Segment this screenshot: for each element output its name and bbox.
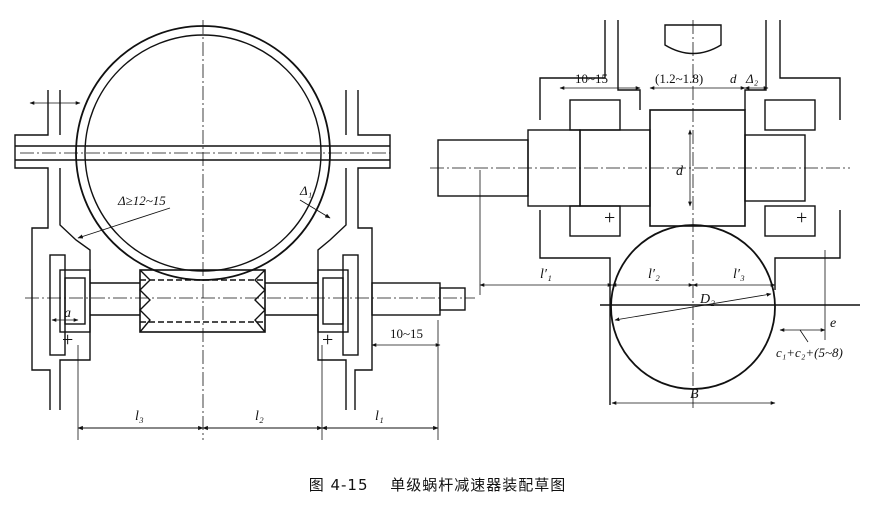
label-a: a xyxy=(64,306,71,321)
label-delta1: Δ≥12~15 xyxy=(117,193,166,208)
label-ratio-d: d xyxy=(730,71,737,86)
caption-title: 单级蜗杆减速器装配草图 xyxy=(390,476,567,494)
right-bearing xyxy=(317,269,349,333)
housing-left-inner xyxy=(59,90,91,410)
right-bearing-upper xyxy=(764,99,816,131)
label-c-formula: c₁+c₂+(5~8) xyxy=(776,345,843,360)
label-right-plus-2: + xyxy=(796,207,807,229)
worm-shaft-end xyxy=(439,287,466,311)
label-right-10-15: 10~15 xyxy=(575,71,608,86)
gear-top-arc xyxy=(664,24,722,55)
right-bearing-lower xyxy=(764,205,816,237)
worm-thread-right xyxy=(254,269,266,333)
label-left-10-15: 10~15 xyxy=(390,326,423,341)
left-bearing-upper xyxy=(569,99,621,131)
left-view xyxy=(14,20,475,440)
top-housing xyxy=(539,20,841,120)
label-e: e xyxy=(830,316,836,331)
delta1-leader xyxy=(77,207,171,239)
label-D2: D₂ xyxy=(699,292,715,307)
label-l1p: l′₁ xyxy=(540,267,552,282)
left-bearing xyxy=(59,269,91,333)
left-bearing-lower xyxy=(569,205,621,237)
right-view xyxy=(430,20,860,410)
c-leader xyxy=(799,329,809,343)
label-left-plus-2: + xyxy=(322,329,333,351)
shaft-right xyxy=(744,134,806,202)
delta-small-leader xyxy=(299,199,331,219)
label-d-vertical: d xyxy=(676,164,684,179)
housing-right-wall xyxy=(354,90,391,410)
label-ratio: (1.2~1.8) xyxy=(655,71,703,86)
labels: Δ≥12~15 Δ₁ a + + 10~15 l₃ l₂ l₁ 10~15 (1… xyxy=(62,71,843,424)
label-delta2: Δ₂ xyxy=(745,71,759,86)
label-left-plus-1: + xyxy=(62,329,73,351)
lower-housing-left xyxy=(539,210,611,405)
label-l2: l₂ xyxy=(255,409,264,424)
worm-body xyxy=(139,269,266,333)
label-right-plus-1: + xyxy=(604,207,615,229)
figure-caption: 图 4-15 单级蜗杆减速器装配草图 xyxy=(0,474,875,495)
dim-D2 xyxy=(614,292,772,322)
lower-housing-right xyxy=(774,210,841,290)
housing-right-inner xyxy=(317,90,347,410)
label-delta-small: Δ₁ xyxy=(299,183,312,198)
label-l3: l₃ xyxy=(135,409,144,424)
worm-shaft-extension xyxy=(371,282,441,316)
right-bearing-inner xyxy=(322,277,344,325)
caption-number: 图 4-15 xyxy=(308,476,369,494)
left-bearing-cover xyxy=(49,254,66,356)
label-l3p: l′₃ xyxy=(733,267,745,282)
housing-left-wall xyxy=(14,90,51,410)
right-bearing-cover xyxy=(342,254,359,356)
label-B: B xyxy=(690,387,699,402)
top-housing-inner xyxy=(617,20,767,110)
worm-thread-left xyxy=(139,269,151,333)
label-l1: l₁ xyxy=(375,409,384,424)
label-l2p: l′₂ xyxy=(648,267,660,282)
